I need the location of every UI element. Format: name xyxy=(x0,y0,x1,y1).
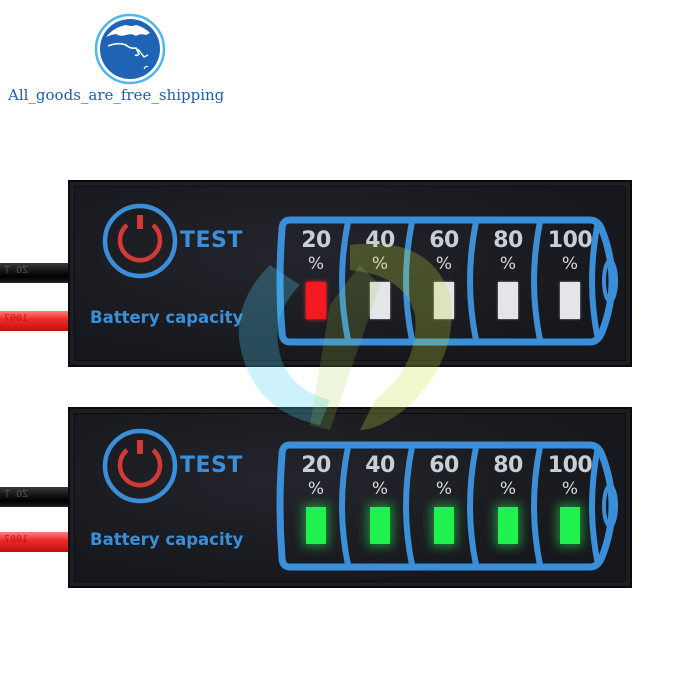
wire-marking: 1007 xyxy=(4,313,29,324)
power-icon xyxy=(102,428,178,504)
cell-divider xyxy=(531,446,543,566)
level-cell-100: 100% xyxy=(542,441,598,571)
level-value: 80 xyxy=(493,228,523,253)
cell-divider xyxy=(531,221,543,341)
battery-body xyxy=(276,441,616,571)
cell-divider xyxy=(589,221,601,341)
power-icon xyxy=(102,203,178,279)
battery-capacity-label: Battery capacity xyxy=(90,530,244,549)
level-value: 20 xyxy=(301,453,331,478)
level-cell-80: 80% xyxy=(480,216,536,346)
battery-terminal xyxy=(602,484,618,528)
percent-sign: % xyxy=(371,254,389,274)
percent-sign: % xyxy=(499,254,517,274)
level-cell-40: 40% xyxy=(352,441,408,571)
cell-divider xyxy=(339,221,351,341)
level-value: 20 xyxy=(301,228,331,253)
percent-sign: % xyxy=(371,479,389,499)
level-value: 40 xyxy=(365,228,395,253)
level-value: 40 xyxy=(365,453,395,478)
cell-divider xyxy=(403,446,415,566)
globe-icon xyxy=(94,13,166,85)
level-cell-40: 40% xyxy=(352,216,408,346)
percent-sign: % xyxy=(307,479,325,499)
battery-outline xyxy=(276,216,618,346)
percent-sign: % xyxy=(561,254,579,274)
level-value: 60 xyxy=(429,453,459,478)
battery-capacity-label: Battery capacity xyxy=(90,308,244,327)
level-cell-20: 20% xyxy=(288,216,344,346)
cell-divider xyxy=(589,446,601,566)
battery-body xyxy=(276,216,616,346)
red-wire: 1007 xyxy=(0,532,72,552)
level-cell-60: 60% xyxy=(416,441,472,571)
led-indicator-green xyxy=(560,507,580,544)
led-indicator-off xyxy=(370,282,390,319)
test-label: TEST xyxy=(180,228,243,253)
level-value: 80 xyxy=(493,453,523,478)
percent-sign: % xyxy=(307,254,325,274)
led-indicator-red xyxy=(306,282,326,319)
cell-divider xyxy=(467,221,479,341)
level-value: 100 xyxy=(547,228,593,253)
led-indicator-green xyxy=(498,507,518,544)
led-indicator-green xyxy=(306,507,326,544)
store-name: All_goods_are_free_shipping xyxy=(8,86,225,104)
black-wire: ZO T xyxy=(0,263,72,283)
black-wire: ZO T xyxy=(0,487,72,507)
level-value: 100 xyxy=(547,453,593,478)
led-indicator-off xyxy=(498,282,518,319)
led-indicator-green xyxy=(370,507,390,544)
level-cell-100: 100% xyxy=(542,216,598,346)
battery-terminal xyxy=(602,259,618,303)
percent-sign: % xyxy=(435,479,453,499)
battery-indicator-module: TEST Battery capacity 20%40%60%80%100% xyxy=(68,407,632,588)
red-wire: 1007 xyxy=(0,311,72,331)
percent-sign: % xyxy=(435,254,453,274)
led-indicator-green xyxy=(434,507,454,544)
level-cell-80: 80% xyxy=(480,441,536,571)
percent-sign: % xyxy=(561,479,579,499)
test-label: TEST xyxy=(180,453,243,478)
cell-divider xyxy=(467,446,479,566)
battery-indicator-module: TEST Battery capacity 20%40%60%80%100% xyxy=(68,180,632,367)
level-value: 60 xyxy=(429,228,459,253)
level-cell-20: 20% xyxy=(288,441,344,571)
led-indicator-off xyxy=(560,282,580,319)
level-cell-60: 60% xyxy=(416,216,472,346)
wire-marking: ZO T xyxy=(4,265,29,276)
battery-gauge: 20%40%60%80%100% xyxy=(276,441,622,571)
battery-gauge: 20%40%60%80%100% xyxy=(276,216,622,346)
percent-sign: % xyxy=(499,479,517,499)
wire-marking: ZO T xyxy=(4,489,29,500)
led-indicator-off xyxy=(434,282,454,319)
cell-divider xyxy=(403,221,415,341)
cell-divider xyxy=(339,446,351,566)
store-logo: All_goods_are_free_shipping xyxy=(0,0,260,120)
battery-outline xyxy=(276,441,618,571)
wire-marking: 1007 xyxy=(4,534,29,545)
